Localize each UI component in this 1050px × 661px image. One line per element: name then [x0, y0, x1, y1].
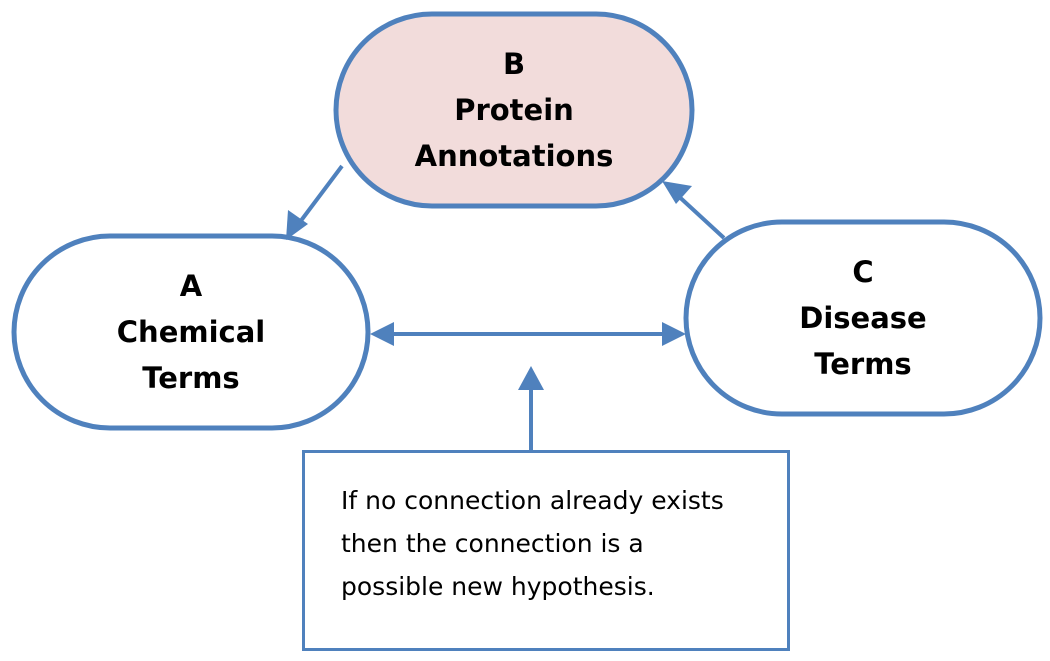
node-b-shape: [333, 11, 695, 209]
node-b-line2: Annotations: [414, 139, 614, 173]
arrowhead-note-to-link: [518, 366, 544, 390]
note-line1: If no connection already exists: [341, 486, 724, 515]
hypothesis-note: If no connection already exists then the…: [302, 450, 790, 651]
node-b-line1: Protein: [454, 93, 574, 127]
node-c-shape: [683, 219, 1043, 417]
node-b-letter: B: [502, 47, 526, 81]
node-a-line2: Terms: [142, 361, 240, 395]
node-a-line1: Chemical: [116, 315, 266, 349]
node-a-letter: A: [179, 269, 203, 303]
node-c-label: C Disease Terms: [686, 222, 1040, 414]
note-line2: then the connection is a: [341, 529, 644, 558]
node-a-shape: [11, 233, 371, 431]
arrow-b-to-a: [295, 164, 344, 228]
arrowhead-to-a: [370, 322, 394, 346]
arrowhead-b-to-a: [286, 210, 308, 240]
note-line3: possible new hypothesis.: [341, 572, 655, 601]
arrowhead-to-c: [662, 322, 686, 346]
node-b-label: B Protein Annotations: [336, 14, 692, 206]
node-a-label: A Chemical Terms: [14, 236, 368, 428]
arrowhead-c-to-b: [662, 181, 692, 204]
node-c-letter: C: [852, 255, 874, 289]
node-c-line1: Disease: [799, 301, 927, 335]
arrow-c-to-b: [672, 190, 726, 240]
node-c-line2: Terms: [814, 347, 912, 381]
